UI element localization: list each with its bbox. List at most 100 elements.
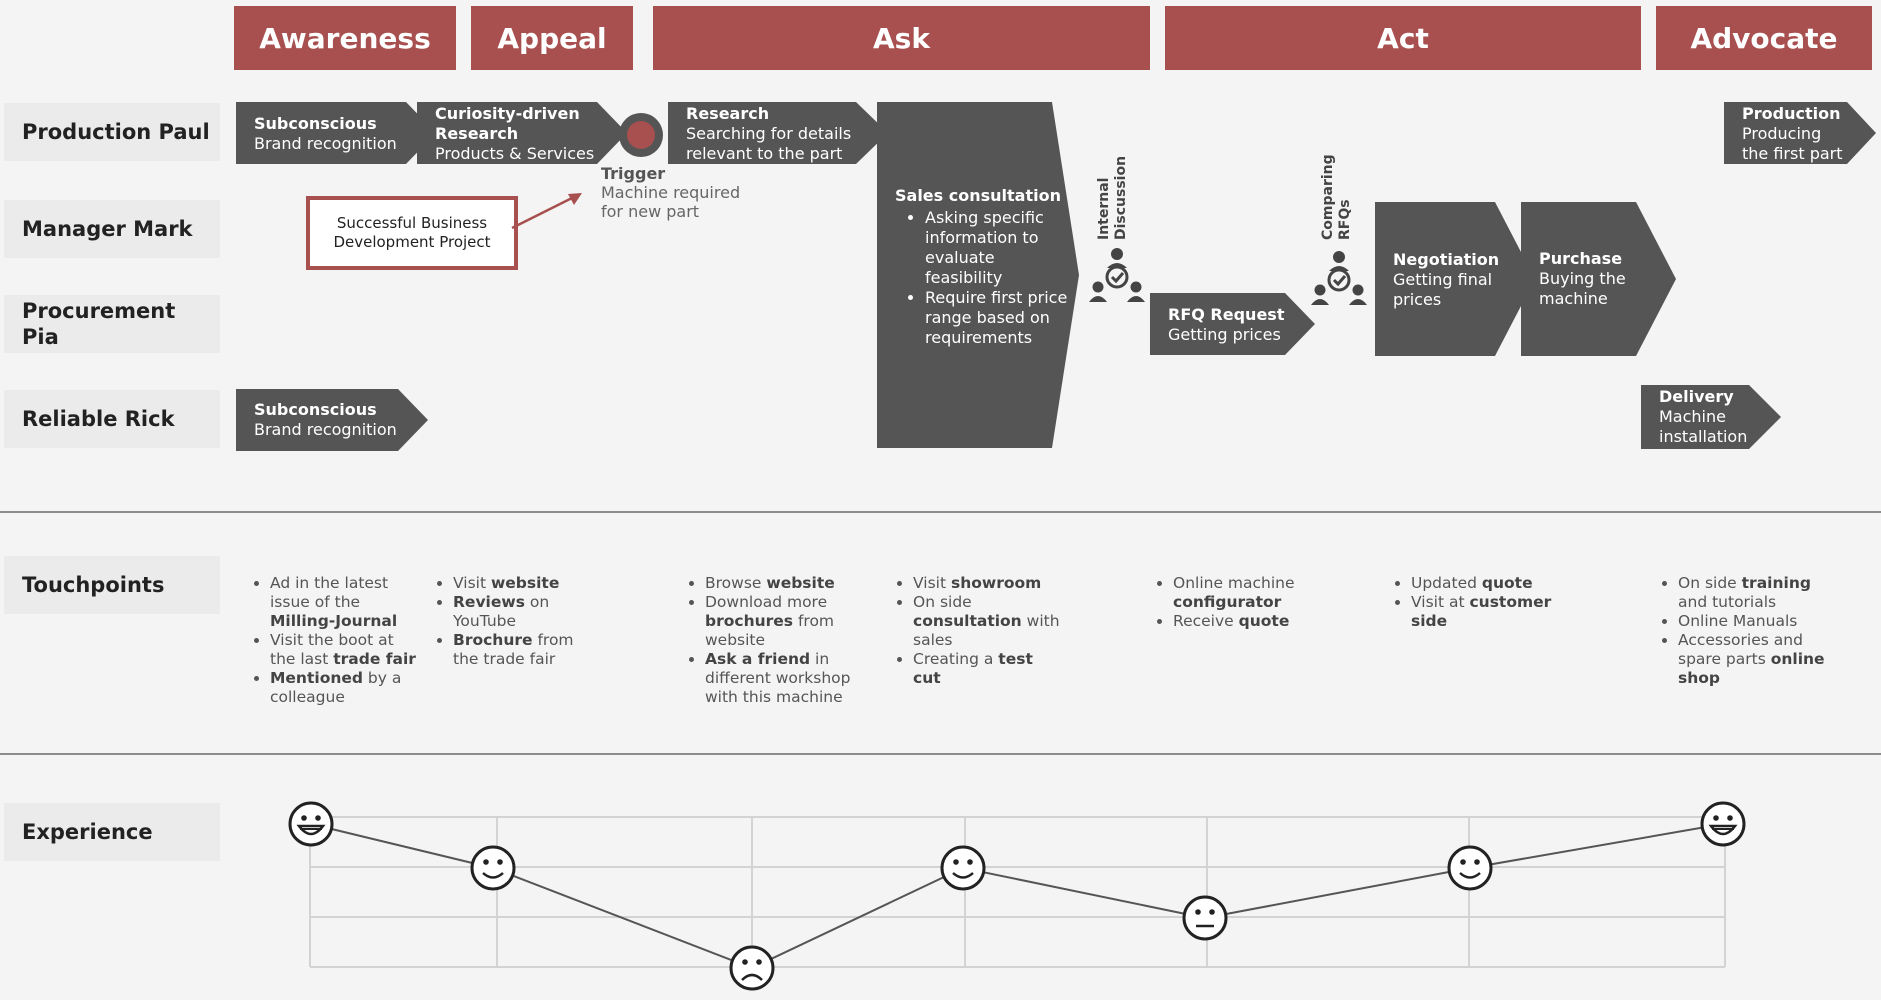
step-sub: Brand recognition (254, 134, 397, 153)
touchpoint-item: Ask a friend in different workshop with … (705, 650, 858, 707)
chevron-shape (877, 102, 1079, 448)
neutral-face-icon (1182, 895, 1228, 941)
chevron-shape (417, 102, 627, 164)
step-title: Delivery (1659, 387, 1734, 406)
step-production: Production Producing the first part (1724, 102, 1876, 164)
trigger-title: Trigger (601, 164, 666, 183)
chevron-shape (1375, 202, 1535, 356)
step-sub1: Buying the (1539, 269, 1626, 288)
step-rfq-request: RFQ Request Getting prices (1150, 293, 1315, 355)
touchpoint-item: Browse website (705, 574, 858, 593)
step-sub: Brand recognition (254, 420, 397, 439)
sales-bullet: Require first price range based on requi… (925, 288, 1070, 348)
chevron-shape (1641, 385, 1781, 449)
step-sub1: Machine (1659, 407, 1726, 426)
step-title: Negotiation (1393, 250, 1500, 269)
divider-experience (0, 753, 1881, 755)
touchpoint-item: Accessories and spare parts online shop (1678, 631, 1826, 688)
project-line2: Development Project (333, 233, 491, 251)
step-sub: Getting prices (1168, 325, 1281, 344)
arrow-to-trigger (511, 193, 582, 230)
team-check-icon (1311, 251, 1367, 305)
touchpoint-item: Visit at customer side (1411, 593, 1569, 631)
chevron-shape (1724, 102, 1876, 164)
touchpoint-column: Browse websiteDownload more brochures fr… (683, 574, 858, 707)
chevron-shape (668, 102, 888, 164)
touchpoint-list: Visit showroomOn side consultation with … (891, 574, 1061, 688)
sad-face-icon (729, 945, 775, 991)
step-paul-subconscious: Subconscious Brand recognition (236, 102, 436, 164)
experience-line (310, 823, 1724, 970)
touchpoint-item: Creating a test cut (913, 650, 1061, 688)
touchpoint-list: Ad in the latest issue of the Milling-Jo… (248, 574, 418, 707)
phase-ask: Ask (653, 6, 1150, 70)
chevron-shape (1150, 293, 1315, 355)
touchpoint-list: Updated quoteVisit at customer side (1389, 574, 1569, 631)
touchpoint-item: Reviews on YouTube (453, 593, 596, 631)
touchpoint-column: On side training and tutorialsOnline Man… (1656, 574, 1826, 688)
step-sales-consultation: Sales consultation Asking specific infor… (877, 102, 1079, 448)
touchpoint-item: Online machine configurator (1173, 574, 1331, 612)
touchpoint-item: On side consultation with sales (913, 593, 1061, 650)
touchpoint-item: Visit website (453, 574, 596, 593)
step-title: Purchase (1539, 249, 1623, 268)
phase-act: Act (1165, 6, 1641, 70)
touchpoint-column: Ad in the latest issue of the Milling-Jo… (248, 574, 418, 707)
trigger-line1: Machine required (601, 183, 741, 202)
happy-face-icon (470, 845, 516, 891)
phase-appeal: Appeal (471, 6, 633, 70)
step-title: Subconscious (254, 114, 377, 133)
step-sub1: Getting final (1393, 270, 1493, 289)
touchpoint-item: Brochure from the trade fair (453, 631, 596, 669)
step-sub2: prices (1393, 290, 1442, 309)
chevron-shape (236, 102, 436, 164)
touchpoint-item: Receive quote (1173, 612, 1331, 631)
step-title: Subconscious (254, 400, 377, 419)
project-line1: Successful Business (336, 214, 488, 232)
step-sub1: Producing (1742, 124, 1822, 143)
step-sub1: Searching for details (686, 124, 852, 143)
step-curiosity-research: Curiosity-driven Research Products & Ser… (417, 102, 627, 164)
step-title: Sales consultation (895, 186, 1061, 205)
row-experience: Experience (4, 803, 220, 861)
phase-awareness: Awareness (234, 6, 456, 70)
step-sub: Products & Services (435, 144, 595, 163)
divider-touchpoints (0, 511, 1881, 513)
chevron-shape (1521, 202, 1676, 356)
touchpoint-item: Visit the boot at the last trade fair (270, 631, 418, 669)
step-negotiation: Negotiation Getting final prices (1375, 202, 1535, 356)
step-research: Research Searching for details relevant … (668, 102, 888, 164)
step-title: Production (1742, 104, 1841, 123)
sales-bullets: Asking specific information to evaluate … (895, 208, 1070, 348)
team-check-icon (1089, 248, 1145, 302)
touchpoint-item: Mentioned by a colleague (270, 669, 418, 707)
touchpoint-item: Visit showroom (913, 574, 1061, 593)
step-sub2: installation (1659, 427, 1748, 446)
very-happy-face-icon (288, 801, 334, 847)
step-purchase: Purchase Buying the machine (1521, 202, 1676, 356)
trigger-line2: for new part (601, 202, 700, 221)
chevron-shape (236, 389, 428, 451)
step-sub2: the first part (1742, 144, 1843, 163)
row-touchpoints: Touchpoints (4, 556, 220, 614)
step-delivery: Delivery Machine installation (1641, 385, 1781, 449)
happy-face-icon (940, 845, 986, 891)
persona-production-paul: Production Paul (4, 103, 220, 161)
touchpoint-list: On side training and tutorialsOnline Man… (1656, 574, 1826, 688)
very-happy-face-icon (1700, 801, 1746, 847)
step-sub2: relevant to the part (686, 144, 843, 163)
touchpoint-column: Online machine configuratorReceive quote (1151, 574, 1331, 631)
trigger-icon (619, 113, 663, 157)
step-title: RFQ Request (1168, 305, 1285, 324)
happy-face-icon (1447, 845, 1493, 891)
persona-procurement-pia: Procurement Pia (4, 295, 220, 353)
touchpoint-item: Online Manuals (1678, 612, 1826, 631)
persona-reliable-rick: Reliable Rick (4, 390, 220, 448)
touchpoint-column: Visit websiteReviews on YouTubeBrochure … (431, 574, 596, 669)
touchpoint-column: Visit showroomOn side consultation with … (891, 574, 1061, 688)
touchpoint-item: Ad in the latest issue of the Milling-Jo… (270, 574, 418, 631)
touchpoint-list: Browse websiteDownload more brochures fr… (683, 574, 858, 707)
experience-grid (309, 816, 1726, 968)
